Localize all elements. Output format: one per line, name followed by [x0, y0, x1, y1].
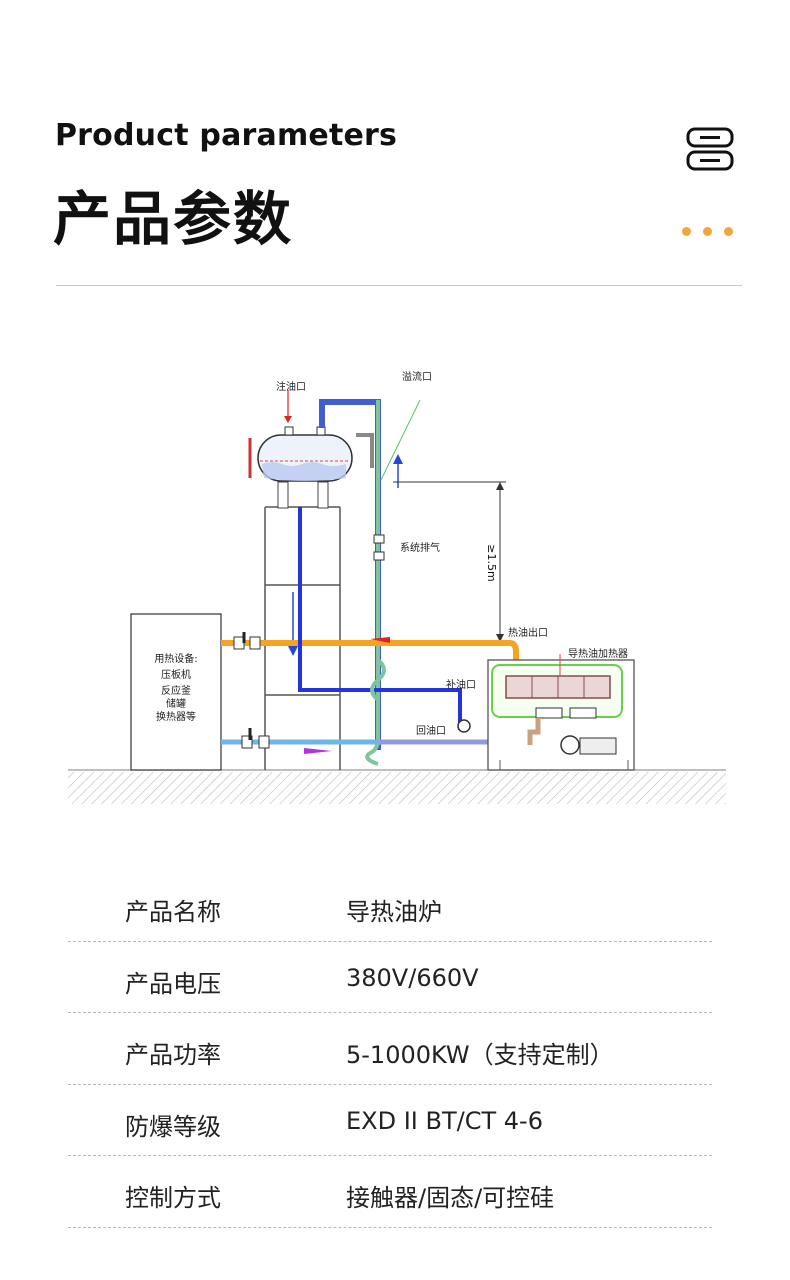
- equip-item: 换热器等: [156, 710, 196, 723]
- label-overflow-port: 溢流口: [402, 370, 432, 383]
- param-value: 380V/660V: [346, 963, 479, 992]
- param-value: EXD II BT/CT 4-6: [346, 1106, 543, 1135]
- support-tower: [264, 506, 341, 770]
- label-heater: 导热油加热器: [568, 647, 628, 660]
- heater-unit: [487, 659, 635, 771]
- param-value: 5-1000KW（支持定制）: [346, 1041, 614, 1069]
- table-row: 控制方式 接触器/固态/可控硅: [68, 1156, 712, 1228]
- dot: [682, 227, 691, 236]
- equip-item: 压板机: [161, 668, 191, 681]
- label-hot-oil-outlet: 热油出口: [508, 626, 548, 639]
- dot: [703, 227, 712, 236]
- decorative-dots: [680, 227, 736, 239]
- param-key: 产品名称: [125, 898, 221, 926]
- table-row: 产品电压 380V/660V: [68, 942, 712, 1013]
- label-makeup-port: 补油口: [446, 678, 476, 691]
- label-height: ≥1.5m: [485, 544, 498, 581]
- ground-hatch: [68, 772, 726, 804]
- menu-icon[interactable]: [686, 127, 734, 171]
- title-chinese: 产品参数: [53, 185, 294, 253]
- param-key: 防爆等级: [125, 1112, 221, 1141]
- label-fill-port: 注油口: [276, 380, 306, 393]
- param-value: 导热油炉: [346, 898, 442, 926]
- param-key: 产品功率: [125, 1041, 221, 1069]
- expansion-tank: [248, 390, 353, 509]
- equip-item: 储罐: [166, 697, 186, 710]
- label-system-vent: 系统排气: [400, 541, 440, 554]
- heat-equipment-box: [130, 613, 222, 771]
- param-value: 接触器/固态/可控硅: [346, 1184, 555, 1212]
- table-row: 产品名称 导热油炉: [68, 870, 712, 942]
- equip-item: 反应釜: [161, 684, 191, 697]
- label-return-port: 回油口: [416, 724, 446, 737]
- param-key: 控制方式: [125, 1184, 221, 1212]
- dot: [724, 227, 733, 236]
- parameters-table: 产品名称 导热油炉 产品电压 380V/660V 产品功率 5-1000KW（支…: [68, 870, 712, 1228]
- title-english: Product parameters: [55, 118, 398, 153]
- header-divider: [56, 285, 742, 286]
- system-diagram: 用热设备: 压板机 反应釜 储罐 换热器等 注油口 溢流口 系统排气 ≥1.5m: [68, 370, 726, 804]
- table-row: 产品功率 5-1000KW（支持定制）: [68, 1013, 712, 1085]
- param-key: 产品电压: [125, 969, 221, 998]
- table-row: 防爆等级 EXD II BT/CT 4-6: [68, 1085, 712, 1156]
- equip-title: 用热设备:: [154, 652, 197, 665]
